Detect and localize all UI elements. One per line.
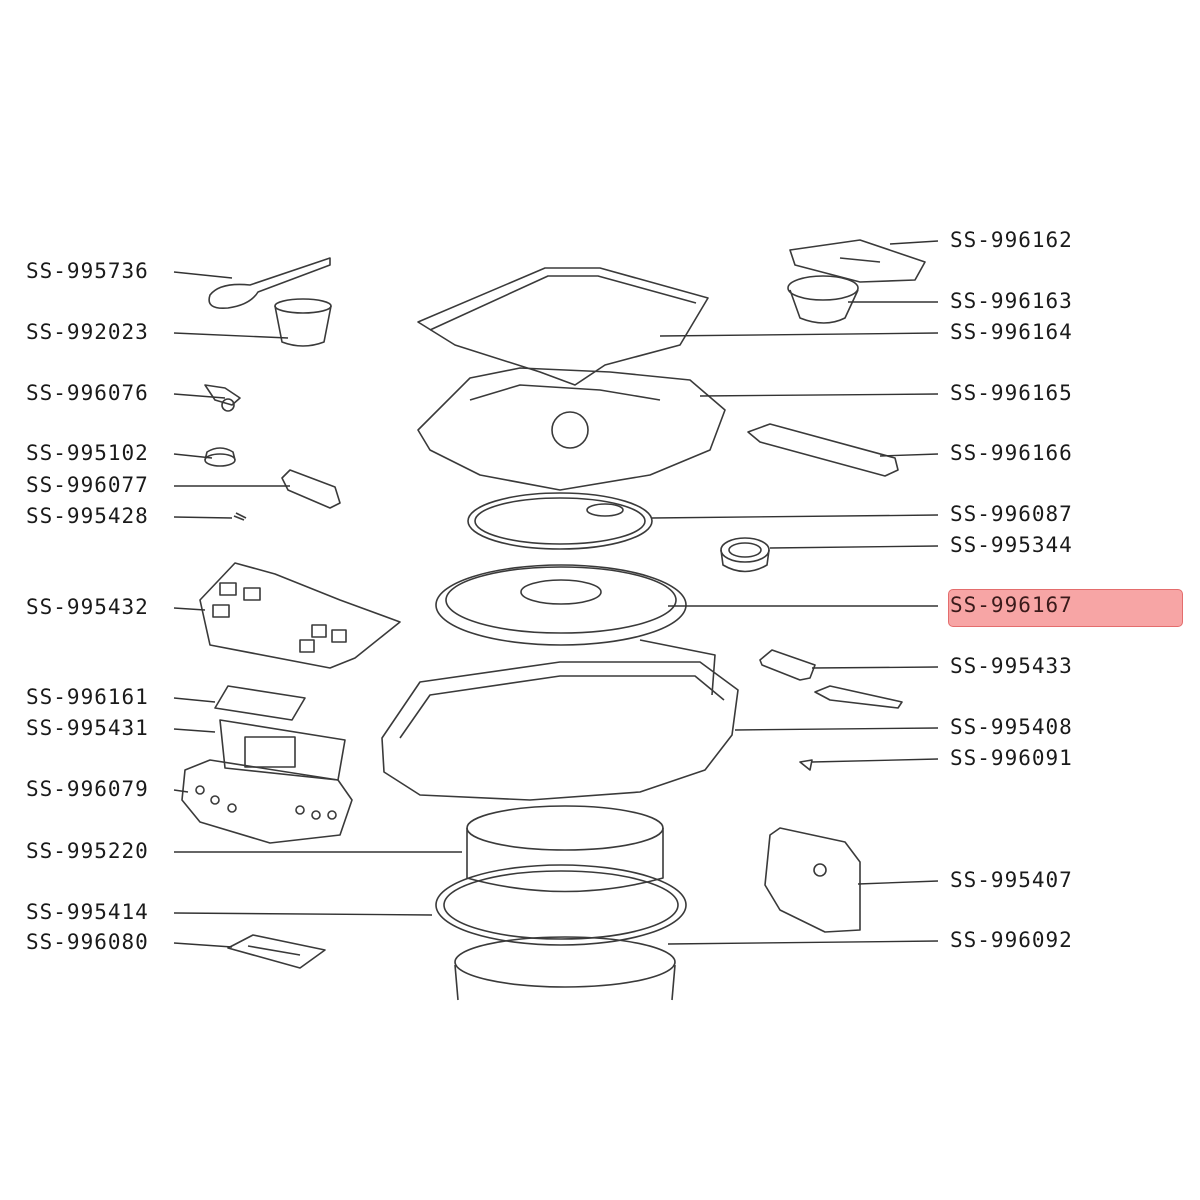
leader-line-right xyxy=(811,758,939,763)
spring-part xyxy=(233,512,247,521)
leader-line-right xyxy=(857,880,939,885)
leader-line-left xyxy=(173,789,189,793)
part-label-left: SS-996080 xyxy=(26,930,149,954)
leader-line-left xyxy=(173,332,289,339)
leader-line-right xyxy=(811,666,939,669)
leader-line-left xyxy=(173,453,213,459)
part-label-right: SS-996165 xyxy=(950,381,1073,405)
spoon-part xyxy=(208,257,331,310)
part-label-left: SS-995736 xyxy=(26,259,149,283)
inner-lid-plate-part xyxy=(435,564,687,646)
part-label-left: SS-992023 xyxy=(26,320,149,344)
leader-line-right xyxy=(734,727,939,731)
part-label-left: SS-995431 xyxy=(26,716,149,740)
part-label-left: SS-995102 xyxy=(26,441,149,465)
leader-line-left xyxy=(173,271,233,279)
leader-line-right xyxy=(889,240,939,245)
part-label-left: SS-995414 xyxy=(26,900,149,924)
leader-line-right xyxy=(651,514,939,519)
knob-part xyxy=(204,447,236,467)
bottom-plate-part xyxy=(227,934,326,969)
leader-line-right xyxy=(879,453,939,457)
highlighted-part-label: SS-996167 xyxy=(950,593,1073,617)
part-label-right: SS-995433 xyxy=(950,654,1073,678)
leader-line-left xyxy=(173,607,206,611)
control-panel-cover-part xyxy=(199,562,401,669)
part-label-left: SS-995220 xyxy=(26,839,149,863)
leader-line-right xyxy=(667,940,939,945)
screw-part xyxy=(799,759,813,771)
side-cover-part xyxy=(764,827,861,933)
membrane-keypad-part xyxy=(181,759,353,844)
part-label-left: SS-996076 xyxy=(26,381,149,405)
part-label-right: SS-995344 xyxy=(950,533,1073,557)
part-label-left: SS-995432 xyxy=(26,595,149,619)
part-label-right: SS-996092 xyxy=(950,928,1073,952)
leader-line-left xyxy=(173,728,216,733)
part-label-left: SS-995428 xyxy=(26,504,149,528)
latch-part xyxy=(759,649,816,681)
lid-frame-part xyxy=(417,367,726,491)
leader-line-left xyxy=(173,942,233,948)
part-label-left: SS-996077 xyxy=(26,473,149,497)
part-label-right: SS-996163 xyxy=(950,289,1073,313)
part-label-right: SS-996166 xyxy=(950,441,1073,465)
leader-line-right xyxy=(769,545,939,549)
display-film-part xyxy=(214,685,306,721)
button-cap-part xyxy=(789,239,926,283)
leader-line-left xyxy=(173,697,216,703)
leader-line-left xyxy=(173,393,226,399)
part-label-right: SS-996091 xyxy=(950,746,1073,770)
part-label-left: SS-996161 xyxy=(26,685,149,709)
housing-top-part xyxy=(381,639,739,801)
measuring-cup-part xyxy=(274,298,332,347)
leader-line-right xyxy=(659,332,939,337)
inner-lid-seal-part xyxy=(467,492,653,550)
handle-clip-part xyxy=(281,469,341,509)
leader-line-right xyxy=(699,393,939,397)
highlighted-part-box xyxy=(948,589,1183,627)
part-label-right: SS-996087 xyxy=(950,502,1073,526)
base-ring-part xyxy=(435,864,687,946)
leader-line-left xyxy=(173,912,433,916)
latch-plate-part xyxy=(814,685,903,709)
part-label-left: SS-996079 xyxy=(26,777,149,801)
part-label-right: SS-996162 xyxy=(950,228,1073,252)
part-label-right: SS-996164 xyxy=(950,320,1073,344)
leader-line-left xyxy=(173,516,233,519)
part-label-right: SS-995408 xyxy=(950,715,1073,739)
valve-part xyxy=(787,275,859,324)
bottom-body-part xyxy=(454,936,676,1001)
part-label-right: SS-995407 xyxy=(950,868,1073,892)
steam-valve-part xyxy=(720,537,770,573)
outer-lid-part xyxy=(417,267,709,386)
hinge-bar-part xyxy=(747,423,899,477)
